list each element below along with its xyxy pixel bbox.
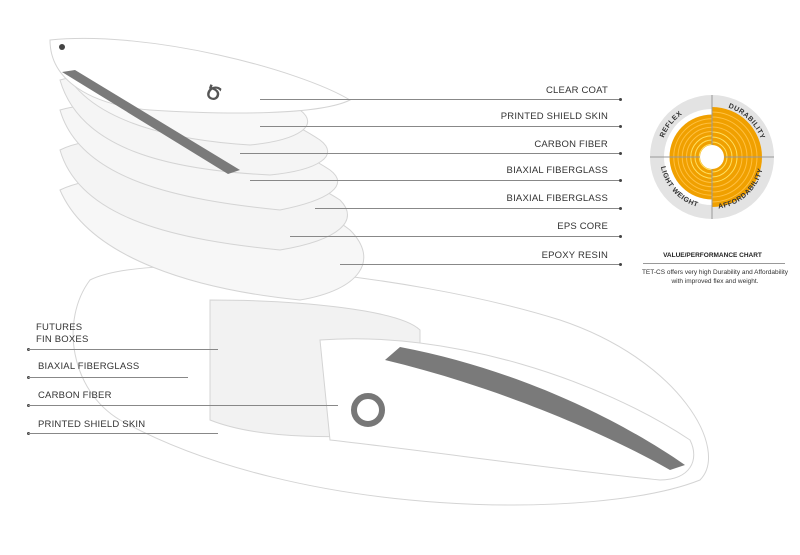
leader-line xyxy=(240,153,620,154)
label-futures-fin-boxes: FUTURES FIN BOXES xyxy=(36,322,89,345)
layer-clearcoat xyxy=(49,37,352,114)
label-biaxial-fiberglass-1: BIAXIAL FIBERGLASS xyxy=(506,165,608,176)
label-printed-shield-skin-left: PRINTED SHIELD SKIN xyxy=(38,419,146,430)
chart-description: TET-CS offers very high Durability and A… xyxy=(641,269,789,285)
bottom-printed-skin xyxy=(319,338,695,481)
top-stringer xyxy=(62,70,240,174)
leader-line xyxy=(250,180,620,181)
leader-line xyxy=(28,405,338,406)
chart-ring xyxy=(686,131,713,158)
chart-ring xyxy=(694,139,713,158)
chart-ring xyxy=(711,131,738,158)
leader-line xyxy=(28,349,218,350)
chart-ring xyxy=(673,156,713,196)
leader-line xyxy=(28,433,218,434)
label-clear-coat: CLEAR COAT xyxy=(545,85,608,96)
chart-ring xyxy=(711,116,753,158)
bottom-stringer xyxy=(385,347,685,470)
chart-ring xyxy=(711,136,733,158)
chart-ring xyxy=(711,121,748,158)
chart-ring xyxy=(698,156,713,171)
leader-line xyxy=(260,126,620,127)
value-performance-chart: REFLEX DURABILITY LIGHT WEIGHT AFFORDABI… xyxy=(650,95,774,219)
label-carbon-fiber-left: CARBON FIBER xyxy=(38,390,112,401)
label-biaxial-fiberglass-2: BIAXIAL FIBERGLASS xyxy=(506,193,608,204)
chart-ring xyxy=(711,156,738,183)
label-epoxy-resin: EPOXY RESIN xyxy=(541,250,608,261)
chart-ring xyxy=(690,135,713,158)
chart-ring xyxy=(690,156,713,179)
leader-line xyxy=(28,377,188,378)
leader-line xyxy=(340,264,620,265)
chart-ring xyxy=(711,156,753,198)
logo-bottom xyxy=(351,393,385,427)
chart-ring xyxy=(711,156,748,193)
label-eps-core: EPS CORE xyxy=(557,221,608,232)
label-biaxial-fiberglass-left: BIAXIAL FIBERGLASS xyxy=(38,361,140,372)
chart-ring xyxy=(673,118,713,158)
chart-ring xyxy=(677,122,713,158)
leader-line xyxy=(290,236,620,237)
chart-ring xyxy=(711,156,758,203)
chart-ring xyxy=(711,111,758,158)
label-carbon-fiber: CARBON FIBER xyxy=(534,139,608,150)
chart-ring xyxy=(711,156,743,188)
chart-ring xyxy=(681,156,713,188)
chart-ring xyxy=(711,126,743,158)
logo-top: Ծ xyxy=(203,81,224,105)
chart-ring xyxy=(711,156,728,173)
chart-ring xyxy=(711,156,733,178)
chart-title: VALUE/PERFORMANCE CHART xyxy=(663,252,762,259)
leader-line xyxy=(315,208,620,209)
chart-ring xyxy=(694,156,713,175)
chart-center xyxy=(700,145,724,169)
divider xyxy=(643,263,785,264)
chart-ring xyxy=(698,143,713,158)
chart-ring xyxy=(681,126,713,158)
leader-line xyxy=(260,99,620,100)
chart-ring xyxy=(677,156,713,192)
chart-ring xyxy=(686,156,713,183)
chart-ring xyxy=(711,141,728,158)
label-printed-shield-skin: PRINTED SHIELD SKIN xyxy=(500,111,608,122)
